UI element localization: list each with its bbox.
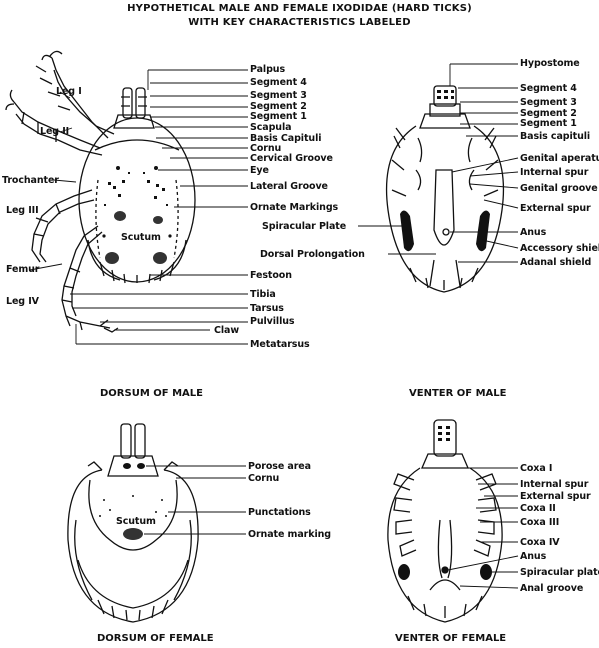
label-claw: Claw	[214, 325, 240, 336]
label-vm-segment-2: Segment 2	[520, 108, 577, 119]
label-vm-segment-4: Segment 4	[520, 83, 577, 94]
venter-female-figure	[387, 419, 503, 623]
dorsum-male-figure	[5, 50, 196, 333]
caption-venter-male: VENTER OF MALE	[409, 388, 507, 399]
label-coxa-2: Coxa II	[520, 503, 556, 514]
label-vf-spiracular-plate: Spiracular plate	[520, 567, 599, 578]
label-scutum-female: Scutum	[116, 516, 156, 527]
label-accessory-shield: Accessory shield	[520, 243, 599, 254]
title-line-1: HYPOTHETICAL MALE AND FEMALE IXODIDAE (H…	[127, 3, 472, 14]
label-tibia: Tibia	[250, 289, 276, 300]
label-ornate-marking: Ornate marking	[248, 529, 331, 540]
label-hypostome: Hypostome	[520, 58, 580, 69]
label-eye: Eye	[250, 165, 269, 176]
label-metatarsus: Metatarsus	[250, 339, 310, 350]
label-porose-area: Porose area	[248, 461, 311, 472]
title-line-2: WITH KEY CHARACTERISTICS LABELED	[188, 17, 411, 28]
label-df-cornu: Cornu	[248, 473, 280, 484]
label-segment-2: Segment 2	[250, 101, 307, 112]
label-coxa-1: Coxa I	[520, 463, 553, 474]
caption-dorsum-female: DORSUM OF FEMALE	[97, 633, 214, 644]
label-segment-4: Segment 4	[250, 77, 307, 88]
dorsum-female-figure	[67, 423, 199, 623]
label-vm-external-spur: External spur	[520, 203, 591, 214]
label-pulvillus: Pulvillus	[250, 316, 295, 327]
label-vm-basis-capituli: Basis capituli	[520, 131, 591, 142]
label-genital-groove: Genital groove	[520, 183, 598, 194]
venter-male-figure	[385, 85, 505, 293]
label-leg-2: Leg II	[40, 126, 70, 137]
label-anal-groove: Anal groove	[520, 583, 584, 594]
label-coxa-3: Coxa III	[520, 517, 560, 528]
label-segment-1: Segment 1	[250, 111, 307, 122]
label-segment-3: Segment 3	[250, 90, 307, 101]
label-basis-capituli: Basis Capituli	[250, 133, 322, 144]
label-dorsal-prolongation: Dorsal Prolongation	[260, 249, 365, 260]
label-spiracular-plate-male: Spiracular Plate	[262, 221, 347, 232]
label-adanal-shield: Adanal shield	[520, 257, 592, 268]
label-tarsus: Tarsus	[250, 303, 284, 314]
label-cornu: Cornu	[250, 143, 282, 154]
label-vm-segment-3: Segment 3	[520, 97, 577, 108]
label-trochanter: Trochanter	[2, 175, 59, 186]
label-leg-1: Leg I	[56, 86, 82, 97]
label-cervical-groove: Cervical Groove	[250, 153, 333, 164]
caption-venter-female: VENTER OF FEMALE	[395, 633, 507, 644]
label-leg-3: Leg III	[6, 205, 39, 216]
label-scapula: Scapula	[250, 122, 292, 133]
label-punctations: Punctations	[248, 507, 311, 518]
label-vf-internal-spur: Internal spur	[520, 479, 589, 490]
caption-dorsum-male: DORSUM OF MALE	[100, 388, 203, 399]
label-vf-external-spur: External spur	[520, 491, 591, 502]
label-coxa-4: Coxa IV	[520, 537, 560, 548]
label-vm-segment-1: Segment 1	[520, 118, 577, 129]
label-vm-internal-spur: Internal spur	[520, 167, 589, 178]
label-vm-anus: Anus	[520, 227, 547, 238]
label-palpus: Palpus	[250, 64, 285, 75]
label-femur: Femur	[6, 264, 40, 275]
label-scutum-male: Scutum	[121, 232, 161, 243]
label-lateral-groove: Lateral Groove	[250, 181, 328, 192]
label-leg-4: Leg IV	[6, 296, 39, 307]
label-festoon: Festoon	[250, 270, 292, 281]
label-ornate-markings: Ornate Markings	[250, 202, 339, 213]
label-vf-anus: Anus	[520, 551, 547, 562]
label-genital-aperature: Genital aperature	[520, 153, 599, 164]
